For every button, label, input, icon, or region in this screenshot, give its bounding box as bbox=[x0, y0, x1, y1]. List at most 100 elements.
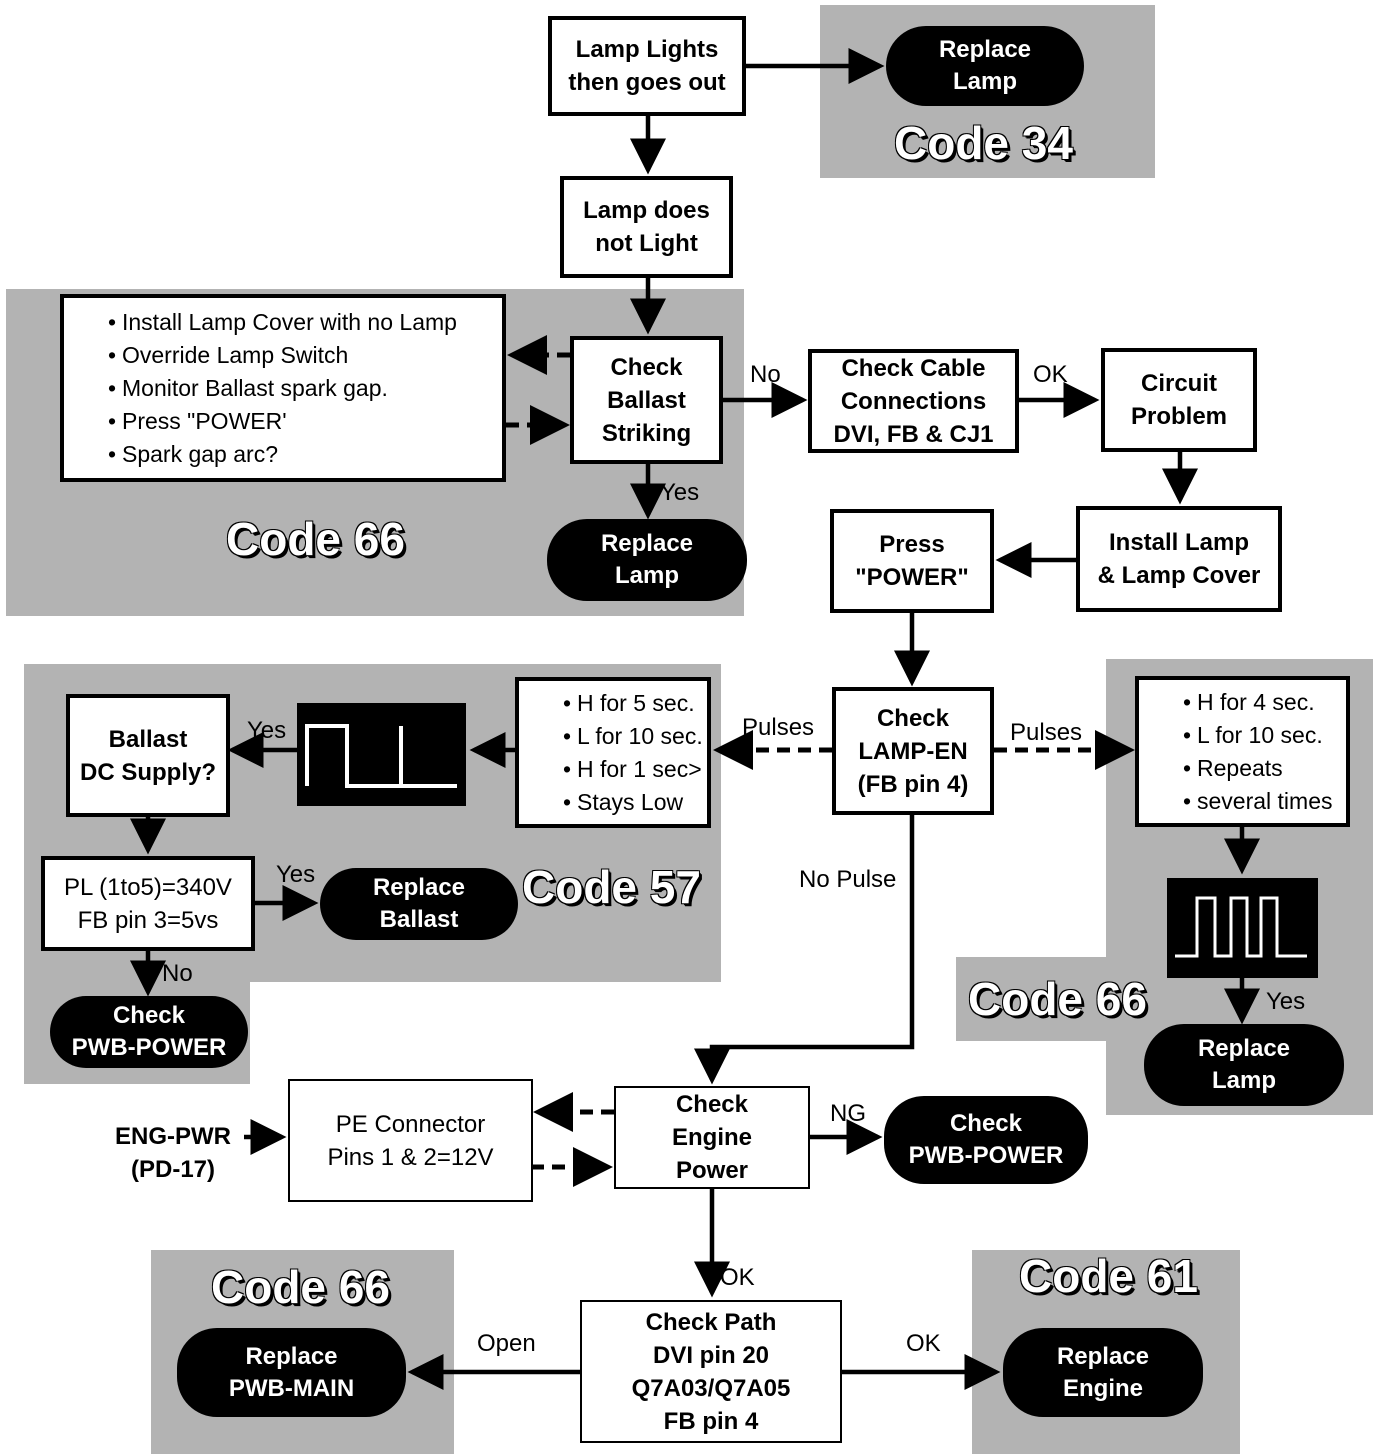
node-text-line: Ballast bbox=[607, 386, 686, 414]
list-item: several times bbox=[1179, 785, 1346, 818]
external-eng-pwr: ENG-PWR bbox=[115, 1123, 231, 1150]
node-text-line: Check bbox=[610, 353, 683, 381]
node-install-lamp-cover: Install Lamp& Lamp Cover bbox=[1076, 506, 1282, 612]
node-text-line: FB pin 4 bbox=[663, 1407, 759, 1435]
node-text-line: Replace bbox=[1197, 1035, 1291, 1062]
edge-label-no: No bbox=[750, 361, 781, 388]
node-text-line: "POWER" bbox=[855, 564, 969, 591]
node-ballast-dc-supply: Ballast DC Supply? bbox=[66, 694, 230, 817]
code-label-66-right: Code 66 bbox=[968, 973, 1147, 1025]
code-label-34: Code 34 bbox=[894, 117, 1073, 169]
list-pulses-right: H for 4 sec.L for 10 sec.Repeatsseveral … bbox=[1135, 676, 1350, 827]
node-text-line: Replace bbox=[372, 874, 466, 901]
list-item: Spark gap arc? bbox=[104, 438, 502, 471]
node-text-line: Check bbox=[675, 1091, 749, 1118]
node-text-line: Engine bbox=[1062, 1374, 1143, 1402]
node-lamp-lights-out: Lamp Lights then goes out bbox=[548, 16, 746, 116]
node-text-line: Install Lamp bbox=[1108, 529, 1250, 556]
scope-pulse-right bbox=[1167, 878, 1318, 978]
waveform-single-pulse-icon bbox=[305, 724, 457, 788]
code-label-57: Code 57 bbox=[522, 861, 701, 913]
node-text-line: PE Connector bbox=[335, 1110, 486, 1138]
node-text-line: Lamp Lights bbox=[575, 36, 719, 63]
node-text-line: Lamp bbox=[952, 68, 1017, 95]
external-pd17: (PD-17) bbox=[131, 1156, 216, 1183]
node-text-line: Striking bbox=[601, 419, 692, 447]
node-text-line: Connections bbox=[840, 387, 987, 415]
edge-label-yes-ballast: Yes bbox=[660, 479, 700, 506]
node-text-line: Check Cable bbox=[841, 354, 986, 382]
node-text-line: Ballast bbox=[108, 725, 188, 753]
node-text-line: then goes out bbox=[568, 69, 726, 96]
list-lamp-test-steps: Install Lamp Cover with no LampOverride … bbox=[60, 294, 506, 482]
list-item: L for 10 sec. bbox=[1179, 719, 1346, 752]
node-text-line: Lamp bbox=[1211, 1067, 1276, 1094]
list-item: H for 5 sec. bbox=[559, 687, 707, 720]
edge-label-no-pl: No bbox=[162, 960, 193, 987]
edge-label-ok-engine: OK bbox=[720, 1264, 755, 1291]
node-text-line: Lamp does bbox=[583, 197, 710, 224]
arrow-lamp-en-no-pulse bbox=[694, 815, 915, 1085]
node-text-line: PL (1to5)=340V bbox=[64, 873, 232, 901]
edge-label-ok-path: OK bbox=[906, 1330, 941, 1357]
node-text-line: Check bbox=[112, 1002, 186, 1029]
node-text-line: Check bbox=[949, 1110, 1023, 1137]
code-label-61: Code 61 bbox=[1019, 1250, 1198, 1302]
node-text-line: (FB pin 4) bbox=[857, 770, 969, 798]
edge-label-yes-scope-left: Yes bbox=[247, 717, 287, 744]
code-label-66-ballast: Code 66 bbox=[226, 513, 405, 565]
list-item: Install Lamp Cover with no Lamp bbox=[104, 306, 502, 339]
node-text-line: DVI, FB & CJ1 bbox=[833, 420, 994, 448]
node-text-line: PWB-POWER bbox=[71, 1034, 227, 1061]
edge-label-open: Open bbox=[477, 1330, 536, 1357]
code-label-66-bottom: Code 66 bbox=[211, 1261, 390, 1313]
node-text-line: Problem bbox=[1130, 403, 1228, 430]
node-text-line: FB pin 3=5vs bbox=[77, 906, 219, 934]
node-text-line: Press bbox=[879, 531, 945, 558]
node-text-line: Replace bbox=[1056, 1342, 1150, 1370]
node-text-line: Pins 1 & 2=12V bbox=[327, 1143, 494, 1171]
list-pulses-left: H for 5 sec.L for 10 sec.H for 1 sec>Sta… bbox=[515, 677, 711, 828]
edge-label-yes-pl: Yes bbox=[276, 861, 316, 888]
node-text-line: Ballast bbox=[379, 906, 459, 933]
node-text-line: PWB-MAIN bbox=[228, 1374, 355, 1402]
edge-label-pulses-left: Pulses bbox=[742, 714, 815, 741]
list-item: Monitor Ballast spark gap. bbox=[104, 372, 502, 405]
node-text-line: Lamp bbox=[614, 562, 679, 589]
node-text-line: Engine bbox=[671, 1124, 752, 1151]
node-text-line: Replace bbox=[245, 1342, 338, 1370]
node-text-line: DC Supply? bbox=[80, 758, 216, 786]
edge-label-pulses-right: Pulses bbox=[1010, 719, 1083, 746]
edge-label-ng: NG bbox=[830, 1100, 866, 1127]
list-item: Press "POWER' bbox=[104, 405, 502, 438]
node-pl-fb-check: PL (1to5)=340V FB pin 3=5vs bbox=[41, 856, 255, 951]
node-text-line: LAMP-EN bbox=[858, 737, 968, 765]
node-press-power: Press "POWER" bbox=[830, 509, 994, 613]
node-text-line: Check Path bbox=[645, 1308, 777, 1336]
node-text-line: Q7A03/Q7A05 bbox=[631, 1374, 791, 1402]
node-text-line: Circuit bbox=[1140, 370, 1217, 397]
edge-label-ok-cable: OK bbox=[1033, 361, 1068, 388]
list-item: H for 4 sec. bbox=[1179, 686, 1346, 719]
edge-label-yes-scope-right: Yes bbox=[1266, 988, 1306, 1015]
edge-label-no-pulse: No Pulse bbox=[799, 866, 897, 893]
list-item: Stays Low bbox=[559, 786, 707, 819]
node-text-line: DVI pin 20 bbox=[652, 1341, 770, 1369]
list-item: Repeats bbox=[1179, 752, 1346, 785]
